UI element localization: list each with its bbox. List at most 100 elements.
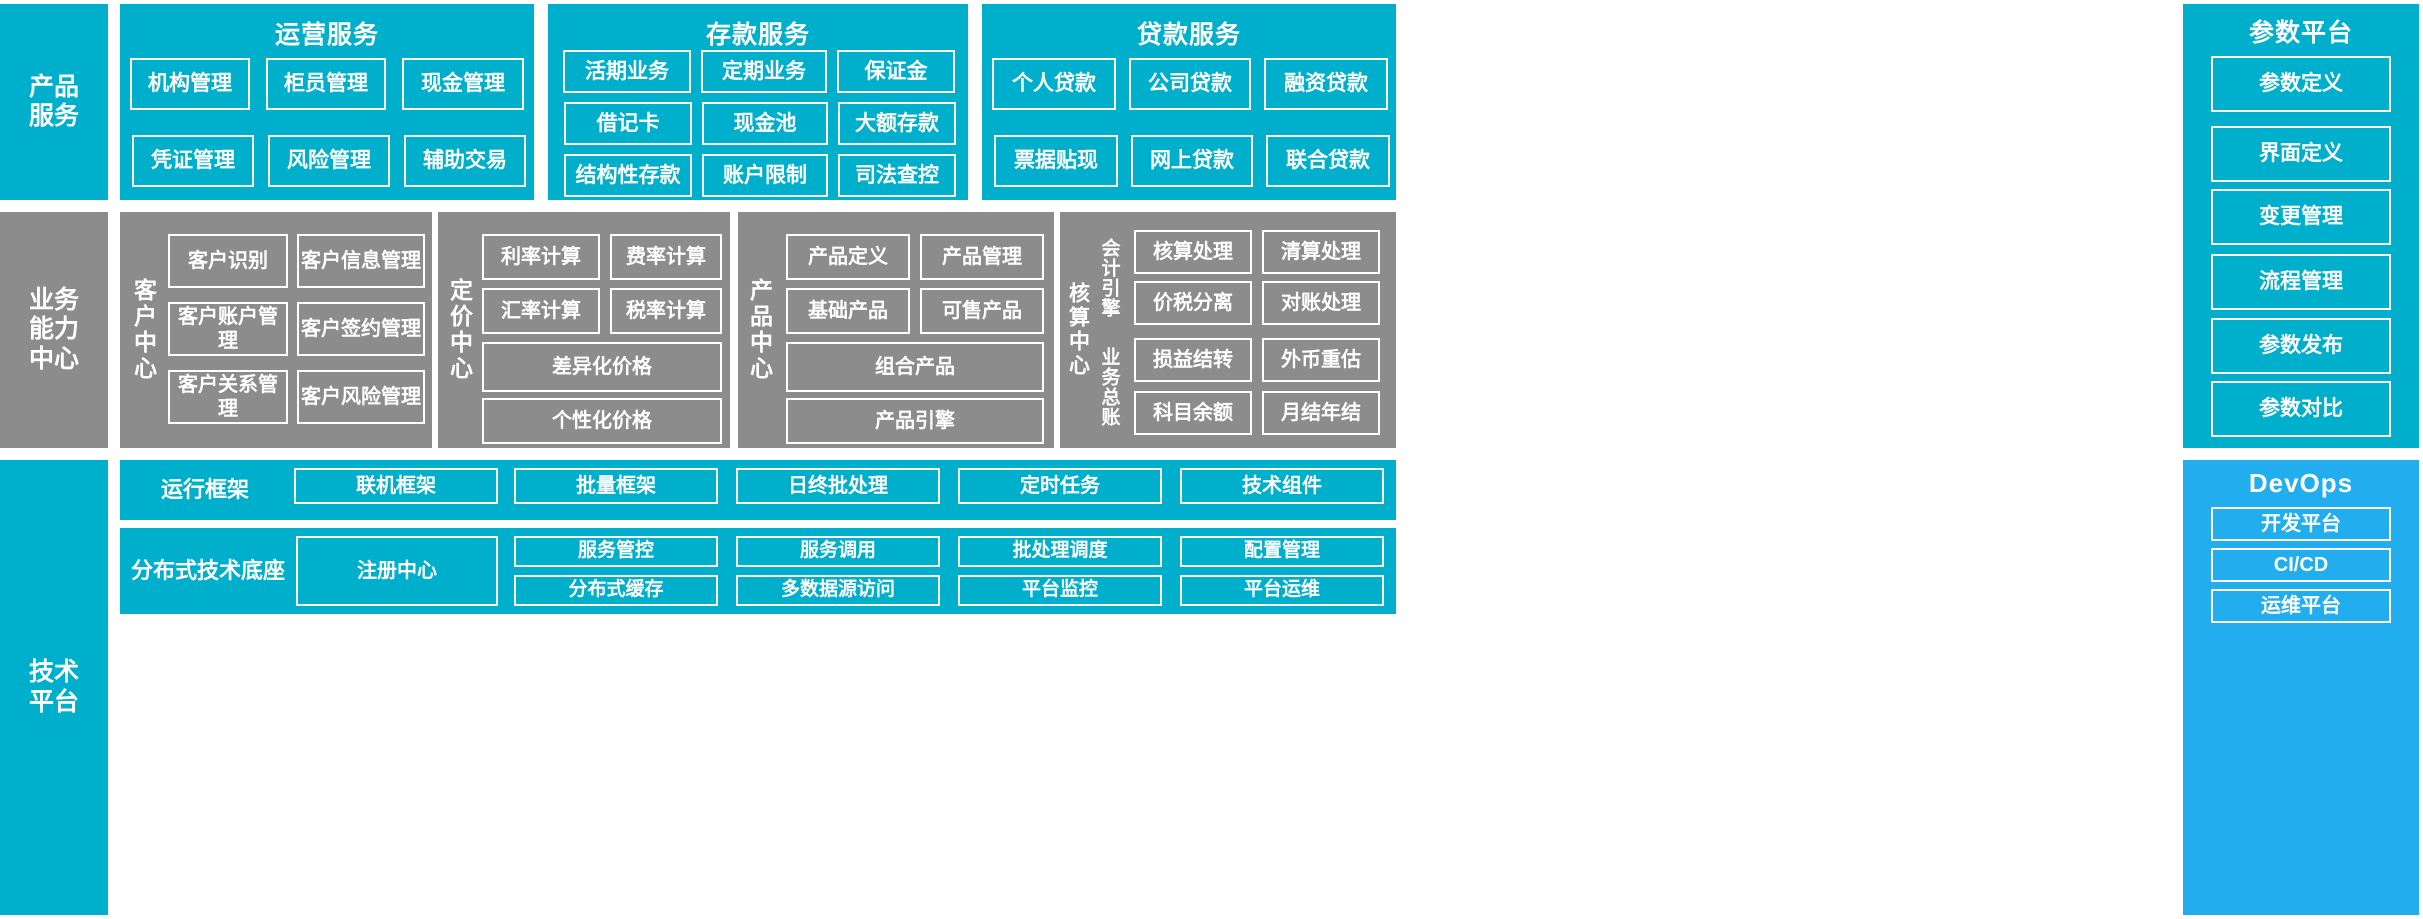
cell-ops-platform[interactable]: 运维平台 — [2211, 589, 2391, 623]
row-distributed-foundation-title: 分布式技术底座 — [130, 558, 285, 584]
cell-online-loan[interactable]: 网上贷款 — [1131, 135, 1253, 187]
cell-service-governance[interactable]: 服务管控 — [514, 536, 718, 567]
cell-product-definition[interactable]: 产品定义 — [786, 234, 910, 280]
cell-batch-framework[interactable]: 批量框架 — [514, 468, 718, 504]
row-runtime-framework-title: 运行框架 — [160, 477, 249, 503]
cell-reconciliation-processing[interactable]: 对账处理 — [1262, 281, 1380, 325]
cell-structured-deposit[interactable]: 结构性存款 — [564, 154, 692, 197]
cell-debit-card[interactable]: 借记卡 — [564, 102, 692, 145]
group-loan-service: 贷款服务 个人贷款 公司贷款 融资贷款 票据贴现 网上贷款 联合贷款 — [982, 4, 1396, 200]
cell-customer-relation-management[interactable]: 客户关系管理 — [168, 370, 288, 424]
devops-platform: DevOps 开发平台 CI/CD 运维平台 — [2183, 460, 2419, 915]
group-deposit-service: 存款服务 活期业务 定期业务 保证金 借记卡 现金池 大额存款 结构性存款 账户… — [548, 4, 968, 200]
cell-basic-product[interactable]: 基础产品 — [786, 288, 910, 334]
cell-subject-balance[interactable]: 科目余额 — [1134, 391, 1252, 435]
business-capability-label-line2: 能力 — [28, 315, 79, 344]
center-pricing: 定价中心 利率计算 费率计算 汇率计算 税率计算 差异化价格 个性化价格 — [438, 212, 730, 448]
center-accounting: 核算中心 会计引擎 业务总账 核算处理 清算处理 价税分离 对账处理 损益结转 … — [1060, 212, 1396, 448]
cell-customer-risk-management[interactable]: 客户风险管理 — [297, 370, 425, 424]
cell-customer-identification[interactable]: 客户识别 — [168, 234, 288, 288]
cell-parameter-comparison[interactable]: 参数对比 — [2211, 381, 2391, 437]
cell-judicial-control[interactable]: 司法查控 — [838, 154, 956, 197]
cell-account-restriction[interactable]: 账户限制 — [702, 154, 828, 197]
cell-exchange-rate-calc[interactable]: 汇率计算 — [482, 288, 600, 334]
cell-differentiated-price[interactable]: 差异化价格 — [482, 342, 722, 392]
cell-parameter-release[interactable]: 参数发布 — [2211, 318, 2391, 374]
cell-online-framework[interactable]: 联机框架 — [294, 468, 498, 504]
product-service-sidebar: 产品 服务 — [0, 4, 108, 200]
cell-technical-component[interactable]: 技术组件 — [1180, 468, 1384, 504]
cell-demand-deposit[interactable]: 活期业务 — [563, 50, 691, 93]
cell-org-management[interactable]: 机构管理 — [130, 58, 250, 110]
product-service-label-line1: 产品 — [28, 72, 79, 101]
cell-tax-rate-calc[interactable]: 税率计算 — [610, 288, 722, 334]
cell-teller-management[interactable]: 柜员管理 — [266, 58, 386, 110]
cell-distributed-cache[interactable]: 分布式缓存 — [514, 575, 718, 606]
business-capability-label: 业务 能力 中心 — [0, 212, 108, 448]
cell-development-platform[interactable]: 开发平台 — [2211, 507, 2391, 541]
cell-product-management[interactable]: 产品管理 — [920, 234, 1044, 280]
cell-bill-discount[interactable]: 票据贴现 — [994, 135, 1118, 187]
cell-service-invocation[interactable]: 服务调用 — [736, 536, 940, 567]
cell-joint-loan[interactable]: 联合贷款 — [1266, 135, 1390, 187]
cell-batch-scheduling[interactable]: 批处理调度 — [958, 536, 1162, 567]
cell-change-management[interactable]: 变更管理 — [2211, 189, 2391, 245]
cell-platform-monitoring[interactable]: 平台监控 — [958, 575, 1162, 606]
technical-platform-label: 技术 平台 — [0, 460, 108, 915]
center-customer-label: 客户中心 — [130, 278, 157, 382]
technical-platform-label-line1: 技术 — [28, 658, 79, 686]
cell-foreign-currency-revaluation[interactable]: 外币重估 — [1262, 338, 1380, 382]
cell-config-management[interactable]: 配置管理 — [1180, 536, 1384, 567]
cell-voucher-management[interactable]: 凭证管理 — [132, 135, 254, 187]
group-loan-service-title: 贷款服务 — [1136, 21, 1241, 49]
cell-multi-datasource-access[interactable]: 多数据源访问 — [736, 575, 940, 606]
row-distributed-foundation: 分布式技术底座 注册中心 服务管控 分布式缓存 服务调用 多数据源访问 批处理调… — [120, 528, 1396, 614]
cell-customer-contract-management[interactable]: 客户签约管理 — [297, 302, 425, 356]
cell-product-engine[interactable]: 产品引擎 — [786, 398, 1044, 444]
row-runtime-framework: 运行框架 联机框架 批量框架 日终批处理 定时任务 技术组件 — [120, 460, 1396, 520]
cell-ci-cd[interactable]: CI/CD — [2211, 548, 2391, 582]
cell-interest-rate-calc[interactable]: 利率计算 — [482, 234, 600, 280]
technical-platform-sidebar: 技术 平台 — [0, 460, 108, 915]
center-pricing-label: 定价中心 — [446, 278, 473, 382]
cell-personalized-price[interactable]: 个性化价格 — [482, 398, 722, 444]
center-accounting-label: 核算中心 — [1066, 282, 1090, 378]
cell-customer-account-management[interactable]: 客户账户管理 — [168, 302, 288, 356]
cell-customer-info-management[interactable]: 客户信息管理 — [297, 234, 425, 288]
cell-month-year-end-closing[interactable]: 月结年结 — [1262, 391, 1380, 435]
center-product-label: 产品中心 — [746, 278, 773, 382]
technical-platform-label-line2: 平台 — [28, 687, 79, 716]
cell-parameter-definition[interactable]: 参数定义 — [2211, 56, 2391, 112]
cell-interface-definition[interactable]: 界面定义 — [2211, 126, 2391, 182]
business-capability-label-line3: 中心 — [28, 344, 79, 373]
center-accounting-sublabel-engine: 会计引擎 — [1098, 238, 1120, 318]
cell-registry-center[interactable]: 注册中心 — [296, 536, 498, 606]
group-operation-service: 运营服务 机构管理 柜员管理 现金管理 凭证管理 风险管理 辅助交易 — [120, 4, 534, 200]
cell-auxiliary-transaction[interactable]: 辅助交易 — [404, 135, 526, 187]
cell-fee-rate-calc[interactable]: 费率计算 — [610, 234, 722, 280]
cell-price-tax-separation[interactable]: 价税分离 — [1134, 281, 1252, 325]
cell-sellable-product[interactable]: 可售产品 — [920, 288, 1044, 334]
parameter-platform-title: 参数平台 — [2248, 19, 2353, 47]
cell-margin-deposit[interactable]: 保证金 — [837, 50, 955, 93]
cell-large-deposit[interactable]: 大额存款 — [838, 102, 956, 145]
business-capability-sidebar: 业务 能力 中心 — [0, 212, 108, 448]
cell-cash-pool[interactable]: 现金池 — [702, 102, 828, 145]
cell-corporate-loan[interactable]: 公司贷款 — [1129, 58, 1251, 110]
cell-scheduled-task[interactable]: 定时任务 — [958, 468, 1162, 504]
cell-financing-loan[interactable]: 融资贷款 — [1264, 58, 1388, 110]
cell-platform-operations[interactable]: 平台运维 — [1180, 575, 1384, 606]
cell-personal-loan[interactable]: 个人贷款 — [992, 58, 1116, 110]
cell-process-management[interactable]: 流程管理 — [2211, 254, 2391, 310]
cell-eod-batch-processing[interactable]: 日终批处理 — [736, 468, 940, 504]
cell-profit-loss-carryover[interactable]: 损益结转 — [1134, 338, 1252, 382]
center-customer: 客户中心 客户识别 客户信息管理 客户账户管理 客户签约管理 客户关系管理 客户… — [120, 212, 432, 448]
center-product: 产品中心 产品定义 产品管理 基础产品 可售产品 组合产品 产品引擎 — [738, 212, 1054, 448]
devops-title: DevOps — [2248, 468, 2354, 498]
cell-risk-management[interactable]: 风险管理 — [268, 135, 390, 187]
cell-accounting-processing[interactable]: 核算处理 — [1134, 230, 1252, 274]
cell-time-deposit[interactable]: 定期业务 — [701, 50, 827, 93]
cell-settlement-processing[interactable]: 清算处理 — [1262, 230, 1380, 274]
cell-composite-product[interactable]: 组合产品 — [786, 342, 1044, 392]
cell-cash-management[interactable]: 现金管理 — [402, 58, 524, 110]
